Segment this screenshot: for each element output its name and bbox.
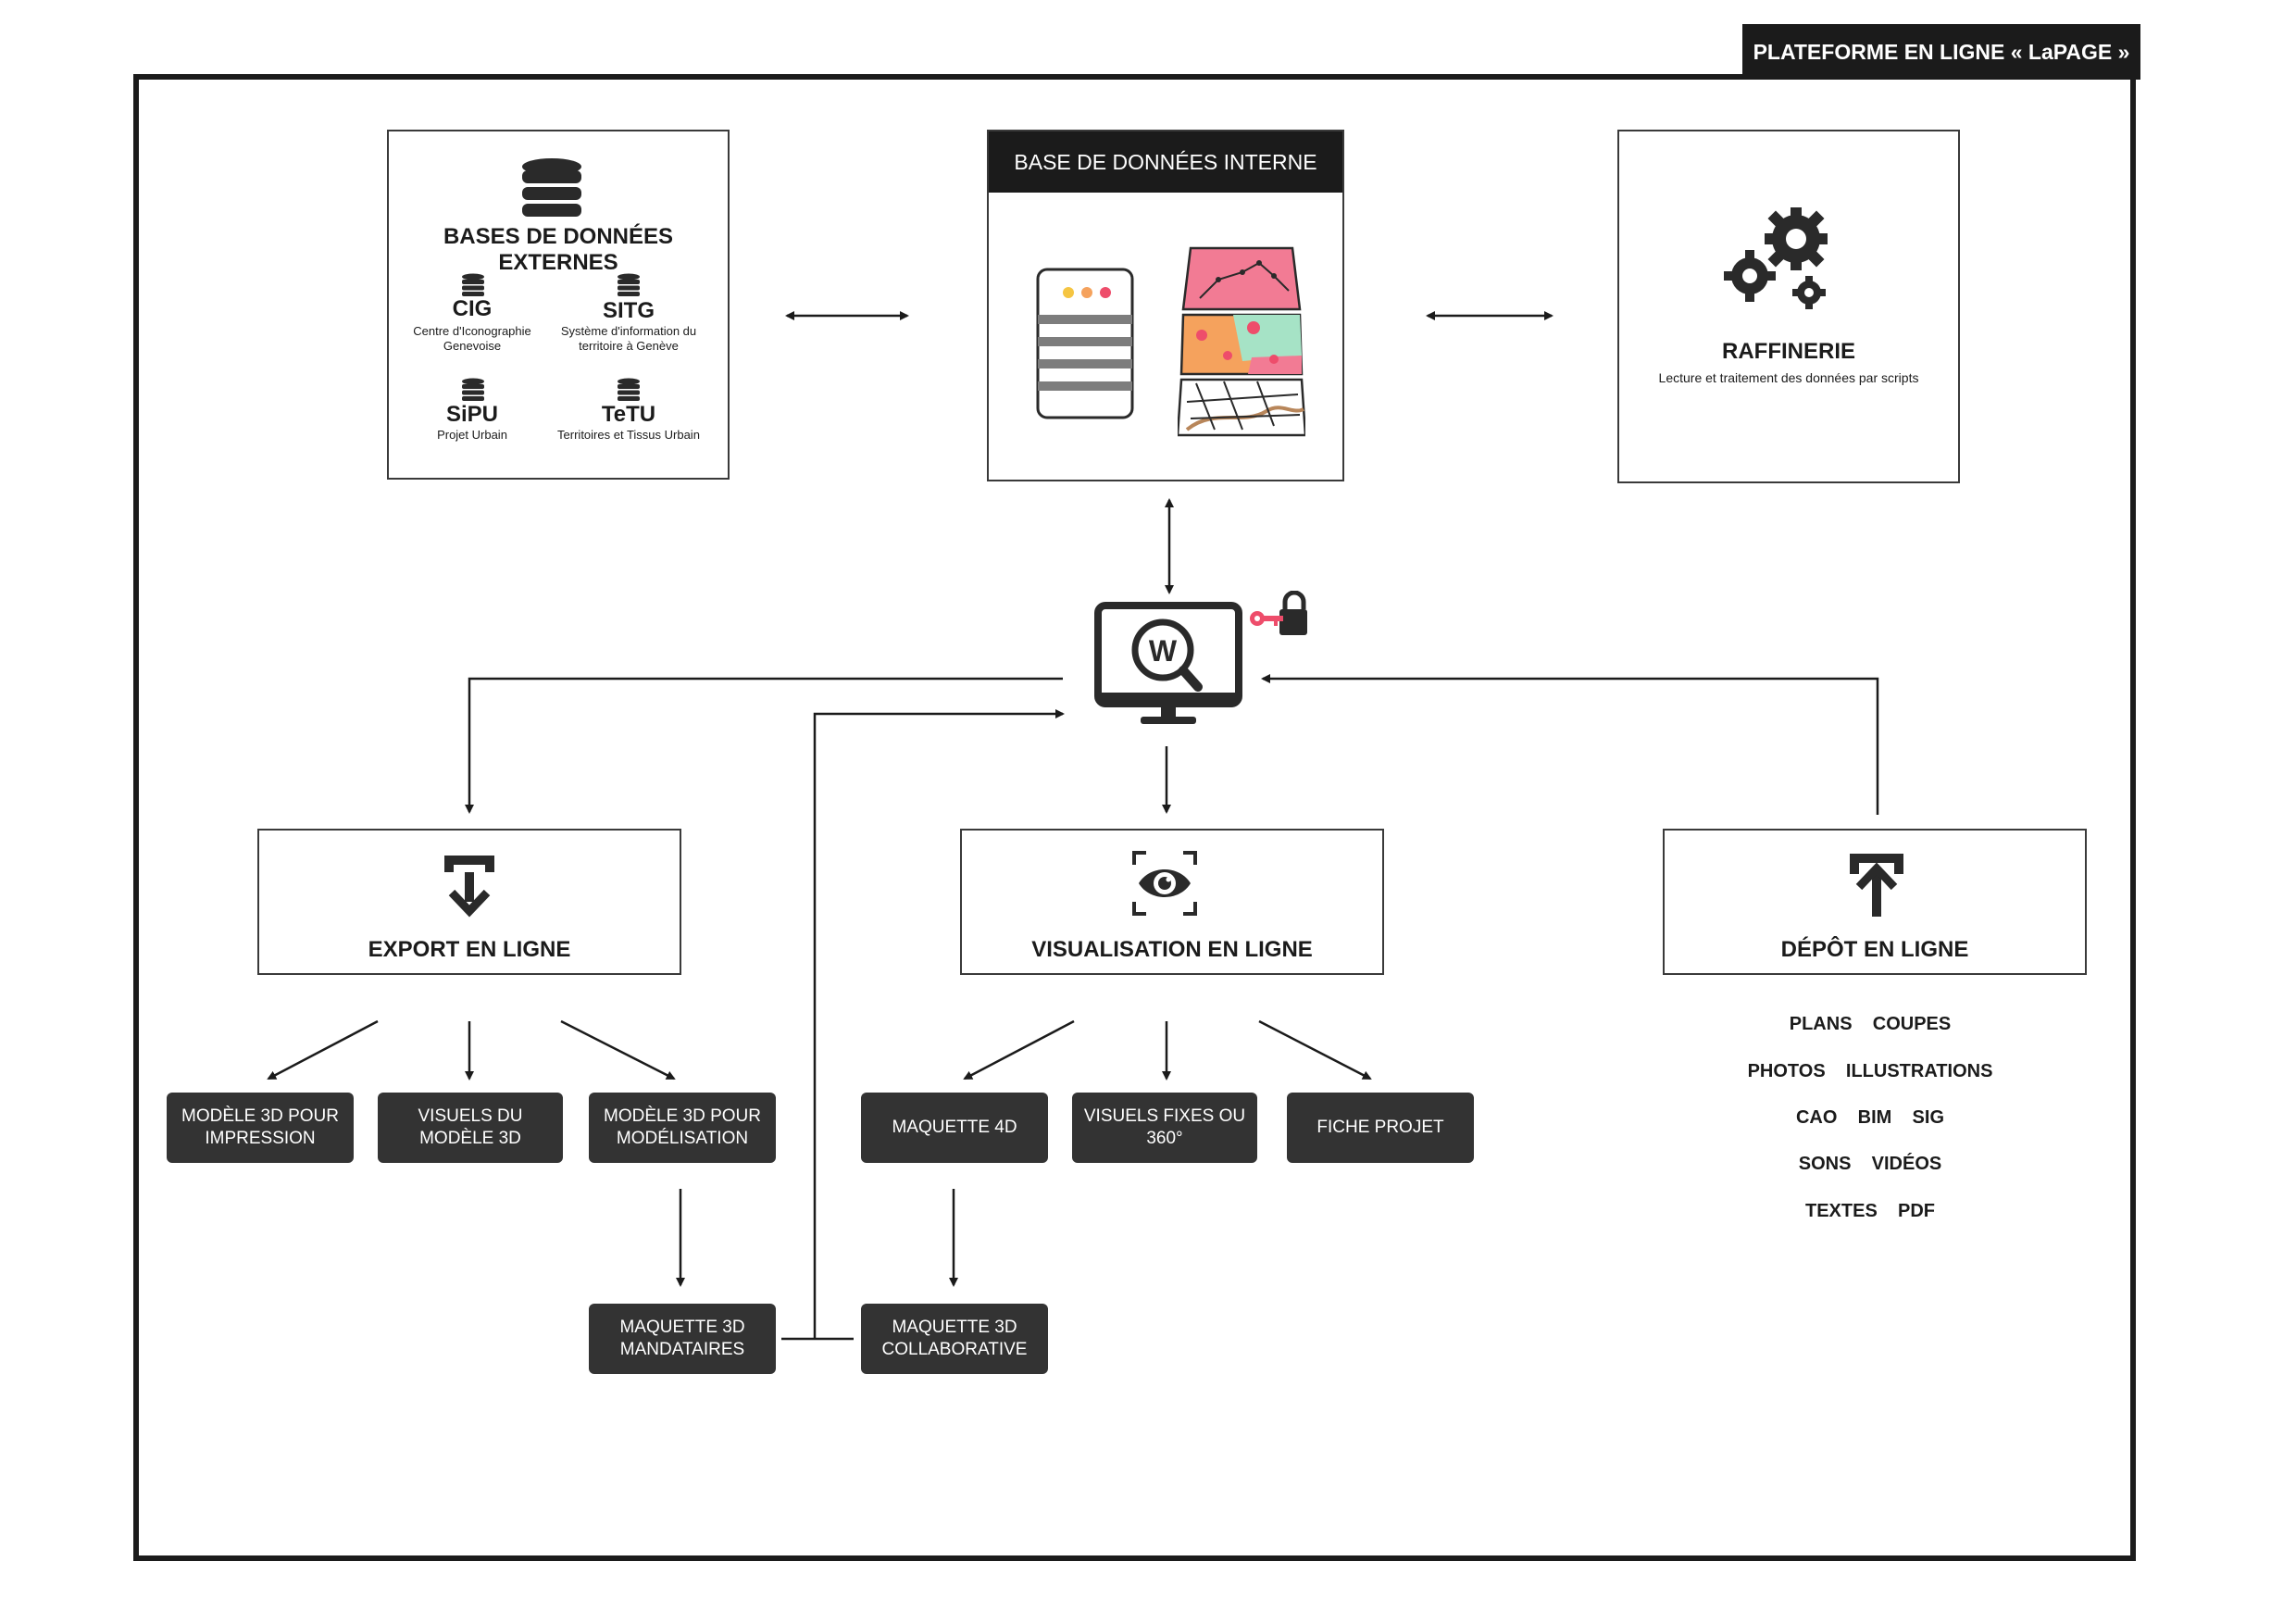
server-icon [1036,268,1134,419]
svg-text:W: W [1149,634,1178,668]
source-desc-cig: Centre d'Iconographie Genevoise [413,324,531,353]
arrow-vis-out-1 [963,1019,1075,1081]
refinery-description: Lecture et traitement des données par sc… [1658,370,1919,385]
eye-scan-icon [1132,851,1197,916]
maquette-3d-mandataires: MAQUETTE 3D MANDATAIRES [589,1304,776,1374]
source-desc-sitg: Système d'information du territoire à Ge… [560,324,697,353]
database-icon [618,273,640,296]
output-modele-3d-impression: MODÈLE 3D POUR IMPRESSION [167,1093,354,1163]
arrow-depot-platform [1261,674,1879,815]
arrow-loop-platform [813,709,1065,1339]
key-lock-icon [1250,591,1307,635]
export-title: EXPORT EN LIGNE [368,937,571,962]
source-name-sitg: SITG [602,298,655,323]
gears-icon [1724,207,1828,309]
source-desc-sipu: Projet Urbain [437,428,507,442]
database-icon [618,378,640,401]
visualisation-title: VISUALISATION EN LIGNE [1031,937,1313,962]
output-visuels-modele-3d: VISUELS DU MODÈLE 3D [378,1093,563,1163]
web-platform-monitor-icon: W [1094,602,1242,724]
refinery-title: RAFFINERIE [1722,339,1855,364]
arrow-vis-out-3 [1258,1019,1372,1081]
source-name-tetu: TeTU [601,402,656,427]
format-line-2: PHOTOS ILLUSTRATIONS [1747,1061,1993,1081]
visualisation-box [960,829,1384,975]
database-icon [462,378,484,401]
output-visuels-fixes-360: VISUELS FIXES OU 360° [1072,1093,1257,1163]
internal-database-title: BASE DE DONNÉES INTERNE [989,131,1342,193]
database-icon [522,158,581,217]
database-icon [462,273,484,296]
format-line-4: SONS VIDÉOS [1798,1154,1942,1174]
source-name-sipu: SiPU [445,402,498,427]
arrow-export-out-3 [560,1019,676,1081]
arrow-export-out-1 [267,1019,379,1081]
maquette-3d-collaborative: MAQUETTE 3D COLLABORATIVE [861,1304,1048,1374]
external-databases-title: BASES DE DONNÉES EXTERNES [443,224,674,275]
output-fiche-projet: FICHE PROJET [1287,1093,1474,1163]
upload-icon [1850,854,1903,917]
source-name-cig: CIG [452,296,493,321]
format-line-3: CAO BIM SIG [1795,1107,1944,1128]
refinery-box [1617,130,1960,483]
format-line-1: PLANS COUPES [1789,1014,1952,1034]
platform-title: PLATEFORME EN LIGNE « LaPAGE » [1742,24,2140,80]
export-download-icon [444,856,494,918]
depot-title: DÉPÔT EN LIGNE [1780,937,1969,962]
arrow-platform-export [465,677,1063,814]
format-line-5: TEXTES PDF [1804,1201,1936,1221]
map-layers-icon [1178,246,1305,437]
source-desc-tetu: Territoires et Tissus Urbain [557,428,700,442]
platform-frame [133,74,2136,1561]
output-modele-3d-modelisation: MODÈLE 3D POUR MODÉLISATION [589,1093,776,1163]
output-maquette-4d: MAQUETTE 4D [861,1093,1048,1163]
